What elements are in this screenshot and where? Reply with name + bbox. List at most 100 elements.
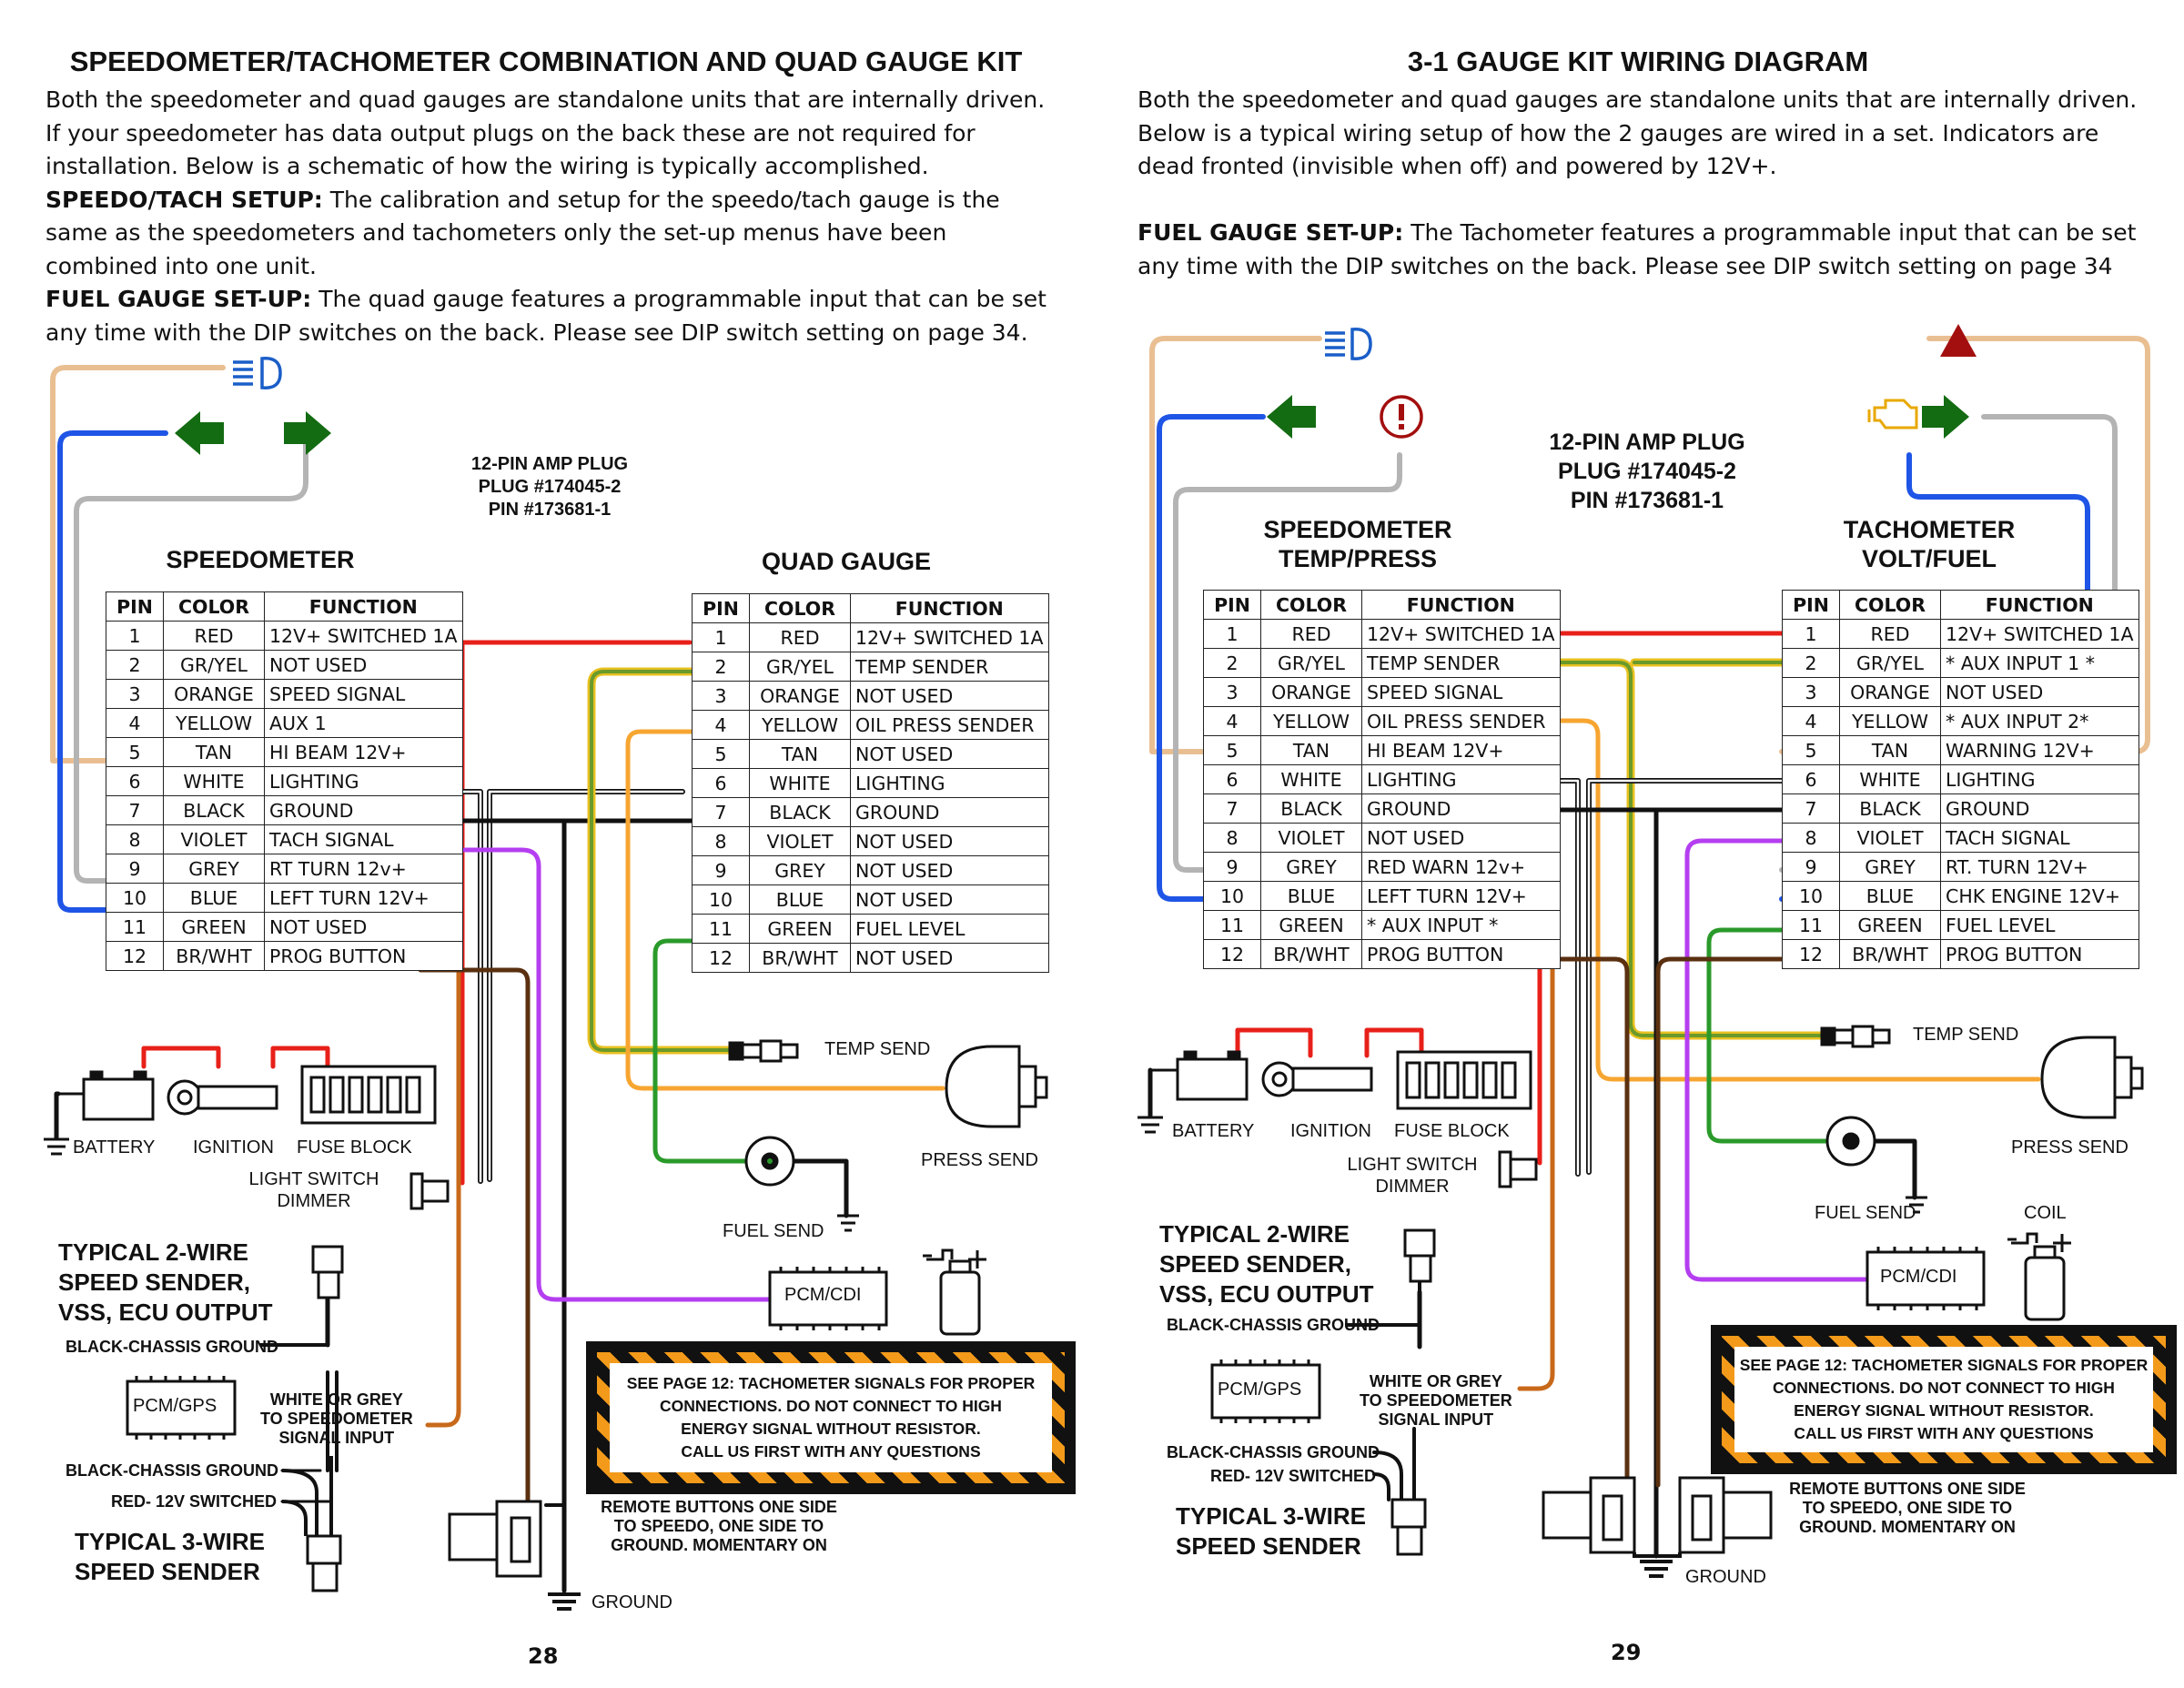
cell-color: GR/YEL — [749, 652, 851, 682]
cell-pin: 4 — [1782, 706, 1840, 736]
column-header-color: COLOR — [1260, 590, 1362, 620]
cell-function: CHK ENGINE 12V+ — [1940, 881, 2139, 911]
coil-icon — [923, 1248, 986, 1336]
cell-pin: 11 — [692, 914, 750, 944]
cell-function: TEMP SENDER — [1361, 648, 1561, 678]
cell-color: WHITE — [1839, 764, 1941, 794]
warning-box: SEE PAGE 12: TACHOMETER SIGNALS FOR PROP… — [1711, 1325, 2177, 1474]
cell-function: TACH SIGNAL — [1940, 823, 2139, 853]
cell-pin: 9 — [1203, 852, 1261, 882]
fuse-block-icon — [300, 1065, 437, 1125]
cell-pin: 6 — [1782, 764, 1840, 794]
ignition-label: IGNITION — [193, 1137, 274, 1157]
pcm-cdi-box — [1866, 1247, 1986, 1310]
cell-pin: 10 — [1203, 881, 1261, 911]
ground-symbol — [1640, 1560, 1673, 1578]
cell-function: RED WARN 12v+ — [1361, 852, 1561, 882]
pcm-gps-label: PCM/GPS — [1218, 1380, 1302, 1400]
ignition-icon — [167, 1079, 278, 1116]
cell-function: NOT USED — [850, 884, 1049, 915]
cell-function: LEFT TURN 12V+ — [1361, 881, 1561, 911]
column-header-pin: PIN — [692, 593, 750, 623]
cell-color: GREEN — [749, 914, 851, 944]
cell-function: LIGHTING — [1940, 764, 2139, 794]
cell-color: WHITE — [1260, 764, 1362, 794]
cell-pin: 8 — [106, 824, 164, 854]
press-sender-icon — [2040, 1036, 2144, 1119]
three-wire-sender-icon — [1390, 1498, 1427, 1556]
cell-function: 12V+ SWITCHED 1A — [850, 622, 1049, 652]
wiring-diagram — [44, 357, 1048, 1611]
cell-function: * AUX INPUT 2* — [1940, 706, 2139, 736]
intro-paragraph: Both the speedometer and quad gauges are… — [1138, 86, 2138, 279]
cell-function: HI BEAM 12V+ — [264, 737, 463, 767]
cell-function: LIGHTING — [1361, 764, 1561, 794]
battery-label: BATTERY — [73, 1137, 156, 1157]
red-12v-label: RED- 12V SWITCHED — [111, 1492, 278, 1511]
press-sender-icon — [945, 1045, 1048, 1128]
column-header-color: COLOR — [1839, 590, 1941, 620]
cell-function: SPEED SIGNAL — [1361, 677, 1561, 707]
cell-color: GREEN — [1260, 910, 1362, 940]
cell-function: PROG BUTTON — [1361, 939, 1561, 969]
cell-pin: 6 — [1203, 764, 1261, 794]
pcm-cdi-box — [768, 1267, 888, 1330]
cell-function: NOT USED — [1940, 677, 2139, 707]
cell-pin: 4 — [106, 708, 164, 738]
cell-function: * AUX INPUT 1 * — [1940, 648, 2139, 678]
cell-pin: 8 — [1203, 823, 1261, 853]
column-header-color: COLOR — [749, 593, 851, 623]
cell-function: SPEED SIGNAL — [264, 679, 463, 709]
cell-function: * AUX INPUT * — [1361, 910, 1561, 940]
cell-color: GR/YEL — [163, 650, 265, 680]
cell-color: GREEN — [1839, 910, 1941, 940]
cell-color: ORANGE — [1260, 677, 1362, 707]
battery-icon — [44, 1070, 155, 1156]
cell-pin: 3 — [106, 679, 164, 709]
cell-function: 12V+ SWITCHED 1A — [264, 621, 463, 651]
cell-function: RT. TURN 12V+ — [1940, 852, 2139, 882]
cell-color: TAN — [749, 739, 851, 769]
cell-color: GREY — [749, 855, 851, 885]
cell-function: NOT USED — [850, 855, 1049, 885]
pcm-cdi-label: PCM/CDI — [1880, 1267, 1957, 1287]
cell-pin: 3 — [1203, 677, 1261, 707]
cell-pin: 8 — [692, 826, 750, 856]
cell-color: BLACK — [749, 797, 851, 827]
cell-color: TAN — [163, 737, 265, 767]
cell-function: WARNING 12V+ — [1940, 735, 2139, 765]
cell-function: NOT USED — [850, 826, 1049, 856]
cell-function: RT TURN 12v+ — [264, 854, 463, 884]
cell-pin: 1 — [1203, 619, 1261, 649]
cell-pin: 7 — [1203, 793, 1261, 824]
cell-function: NOT USED — [264, 650, 463, 680]
fuel-sender-icon — [1825, 1116, 1927, 1214]
cell-pin: 1 — [692, 622, 750, 652]
cell-pin: 9 — [692, 855, 750, 885]
cell-function: PROG BUTTON — [1940, 939, 2139, 969]
cell-color: GREY — [1839, 852, 1941, 882]
black-chassis-label-1: BLACK-CHASSIS GROUND — [1167, 1316, 1380, 1334]
cell-color: BLUE — [163, 883, 265, 913]
